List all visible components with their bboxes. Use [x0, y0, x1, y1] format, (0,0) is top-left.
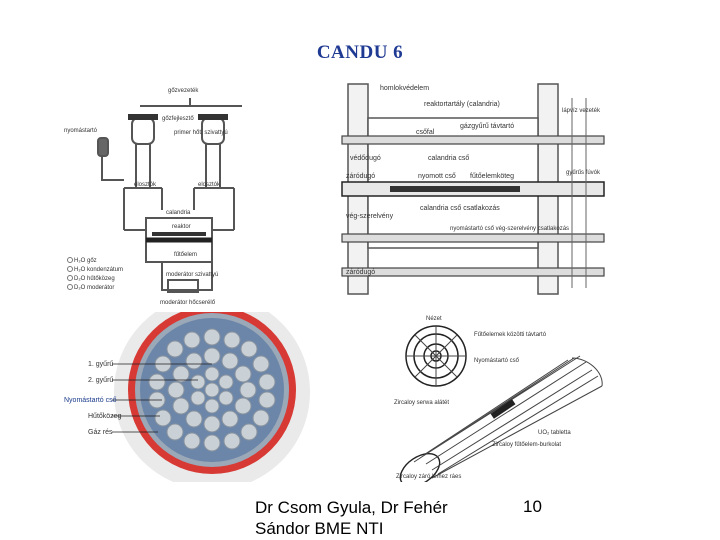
label-shield-water: lápvíz vezeték: [562, 108, 601, 114]
label-reactor: reaktor: [172, 224, 191, 230]
label-pressure-tube: Nyomástartó cső: [474, 358, 520, 364]
label-steam-generator: gőzfejlesztő: [162, 116, 194, 122]
label-zircaloy-sheath: Zircaloy fűtőelem-burkolat: [492, 442, 561, 448]
primary-circuit-diagram: gőzvezeték gőzfejlesztő primer hőt. sziv…: [62, 80, 340, 308]
label-closure-plug-bottom: záródugó: [346, 269, 375, 276]
label-zircaloy-endplate: Zircaloy záró lemez ráes: [396, 474, 461, 480]
label-garter-spring: gázgyűrű távtartó: [460, 123, 514, 130]
label-steam-line: gőzvezeték: [168, 88, 199, 94]
label-bundle-spacer: Fűtőelemek közötti távtartó: [474, 332, 547, 338]
label-annulus-bellows: gyűrűs fúvók: [566, 170, 601, 176]
label-uo2-pellet: UO₂ tabletta: [538, 430, 571, 436]
label-moderator-hx: moderátor hőcserélő: [160, 300, 216, 306]
legend-d2o-coolant: D₂O hűtőközeg: [74, 276, 115, 282]
reactor-channel-diagram: homlokvédelem reaktortartály (calandria)…: [340, 78, 622, 300]
label-pressurizer: nyomástartó: [64, 128, 98, 134]
label-header-left: elosztók: [134, 182, 157, 188]
label-view: Nézet: [426, 316, 442, 322]
fuel-bundle-3d-view: Nézet Fűtőelemek közötti távtartó Nyomás…: [392, 312, 628, 482]
label-header-right: elosztók: [198, 182, 221, 188]
legend-h2o-condensate: H₂O kondenzátum: [74, 267, 123, 273]
label-fuel: fűtőelem: [174, 252, 197, 258]
legend-h2o-steam: H₂O gőz: [74, 258, 97, 264]
page-number: 10: [523, 497, 542, 516]
label-coolant: Hűtőközeg: [88, 413, 122, 420]
label-closure-plug-top: záródugó: [346, 173, 375, 180]
label-shield-plug: védődugó: [350, 155, 381, 162]
slide-title: CANDU 6: [316, 42, 404, 63]
label-calandria-vessel: reaktortartály (calandria): [424, 101, 500, 108]
label-calandria-tube-joint: calandria cső csatlakozás: [420, 205, 500, 212]
label-primary-pump: primer hőt. szivattyú: [174, 130, 228, 136]
label-tube-sheet: csőfal: [416, 129, 435, 136]
label-zircaloy-spacer: Zircaloy serwa alátét: [394, 400, 449, 406]
label-ring-2: 2. gyűrű: [88, 377, 113, 384]
label-calandria: calandria: [166, 210, 191, 216]
footer-authors: Dr Csom Gyula, Dr Fehér Sándor BME NTI: [255, 498, 448, 538]
fuel-bundle-cross-section: 1. gyűrű 2. gyűrű Nyomástartó cső Hűtőkö…: [62, 312, 338, 482]
label-pressure-tube: Nyomástartó cső: [64, 397, 117, 404]
label-moderator-pump: moderátor szivattyú: [166, 272, 218, 278]
legend-d2o-moderator: D₂O moderátor: [74, 285, 114, 291]
label-calandria-tube: calandria cső: [428, 155, 469, 162]
label-pressure-tube: nyomott cső: [418, 173, 456, 180]
label-end-fitting: vég-szerelvény: [346, 213, 394, 220]
label-end-shield: homlokvédelem: [380, 85, 429, 92]
label-ring-1: 1. gyűrű: [88, 361, 113, 368]
label-fuel-bundle: fűtőelemköteg: [470, 173, 514, 180]
label-pressure-tube-end-fitting: nyomástartó cső vég-szerelvény csatlakoz…: [450, 226, 569, 232]
label-gas-gap: Gáz rés: [88, 429, 113, 436]
